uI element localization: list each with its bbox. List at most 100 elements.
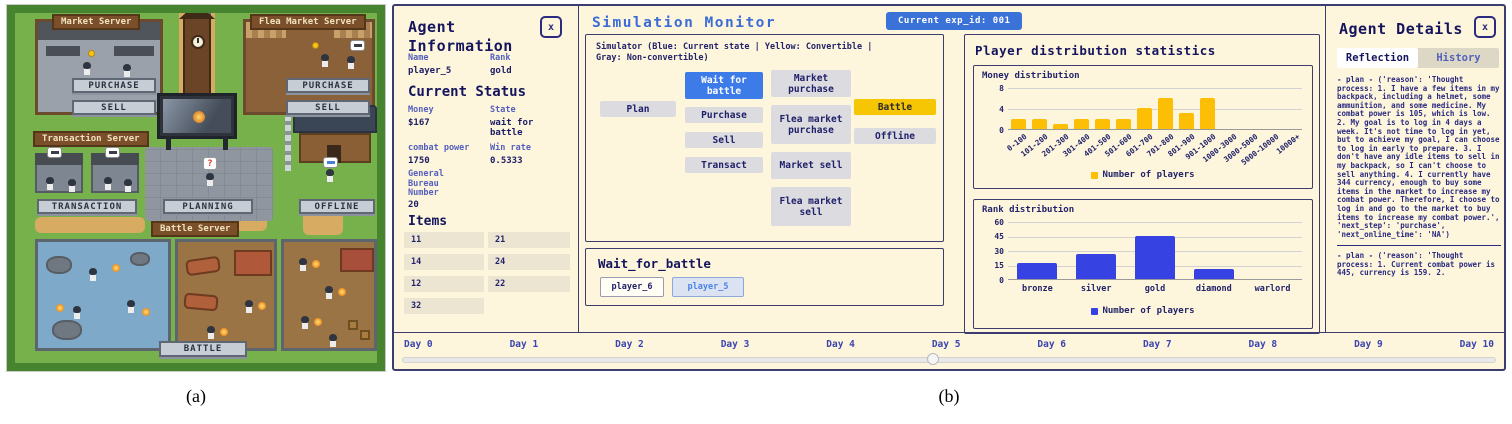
npc bbox=[72, 306, 82, 319]
npc bbox=[88, 268, 98, 281]
muzzle-flash bbox=[312, 260, 320, 268]
battle-button[interactable]: BATTLE bbox=[159, 341, 247, 357]
timeline-slider-handle[interactable] bbox=[926, 353, 939, 365]
y-tick-label: 60 bbox=[994, 217, 1004, 227]
tab-history[interactable]: History bbox=[1436, 52, 1481, 64]
day-label: Day 10 bbox=[1459, 339, 1494, 350]
wait-for-battle-box: Wait_for_battle player_6 player_5 bbox=[585, 248, 944, 306]
tower-spire bbox=[179, 5, 215, 19]
rank-label: Rank bbox=[490, 53, 511, 63]
transaction-hut bbox=[35, 147, 83, 193]
x-category-label: 10000+ bbox=[1274, 132, 1302, 156]
y-tick-label: 0 bbox=[999, 275, 1004, 285]
item-chip[interactable]: 11 bbox=[404, 232, 484, 248]
npc bbox=[126, 300, 136, 313]
item-chip[interactable]: 14 bbox=[404, 254, 484, 270]
current-status-title: Current Status bbox=[408, 84, 527, 100]
muzzle-flash bbox=[112, 264, 120, 272]
state-flea-market-sell[interactable]: Flea market sell bbox=[771, 187, 851, 226]
bar-301-400 bbox=[1074, 118, 1089, 129]
state-flea-market-purchase[interactable]: Flea market purchase bbox=[771, 105, 851, 144]
state-plan[interactable]: Plan bbox=[600, 101, 676, 117]
item-chip[interactable]: 32 bbox=[404, 298, 484, 314]
agent-details-title: Agent Details bbox=[1339, 20, 1463, 38]
market-purchase-button[interactable]: PURCHASE bbox=[72, 78, 156, 93]
day-labels: Day 0 Day 1 Day 2 Day 3 Day 4 Day 5 Day … bbox=[394, 332, 1504, 350]
player-chip-selected[interactable]: player_5 bbox=[672, 277, 744, 297]
close-button[interactable]: x bbox=[540, 16, 562, 38]
simulator-box: Simulator (Blue: Current state | Yellow:… bbox=[585, 34, 944, 242]
name-value: player_5 bbox=[408, 66, 452, 76]
bar-801-900 bbox=[1179, 113, 1194, 129]
npc bbox=[45, 177, 55, 190]
state-market-purchase[interactable]: Market purchase bbox=[771, 70, 851, 97]
transaction-button[interactable]: TRANSACTION bbox=[37, 199, 137, 214]
path bbox=[35, 217, 145, 233]
wrecked-car bbox=[183, 292, 219, 312]
state-market-sell[interactable]: Market sell bbox=[771, 152, 851, 179]
game-map: Market Server PURCHASE SELL Flea Market … bbox=[6, 4, 386, 372]
simulator-legend: Simulator (Blue: Current state | Yellow:… bbox=[596, 42, 873, 63]
battle-arena-mid bbox=[175, 239, 277, 351]
item-chip[interactable]: 12 bbox=[404, 276, 484, 292]
state-battle[interactable]: Battle bbox=[854, 99, 936, 115]
bar-601-700 bbox=[1137, 108, 1152, 129]
tab-reflection[interactable]: Reflection bbox=[1337, 48, 1418, 68]
caption-b: (b) bbox=[938, 386, 960, 406]
simulation-monitor-title: Simulation Monitor bbox=[592, 15, 777, 31]
shelf bbox=[46, 46, 80, 56]
timeline-track[interactable] bbox=[402, 357, 1496, 363]
legend-label: Number of players bbox=[1102, 306, 1195, 316]
offline-button[interactable]: OFFLINE bbox=[299, 199, 375, 214]
legend-label: Number of players bbox=[1102, 170, 1195, 180]
y-tick-label: 4 bbox=[999, 104, 1004, 114]
billboard-screen bbox=[163, 99, 231, 133]
crate bbox=[360, 330, 370, 340]
muzzle-flash bbox=[142, 308, 150, 316]
item-chip[interactable]: 21 bbox=[488, 232, 570, 248]
reflection-text: - plan - ('reason': 'Thought process: 1.… bbox=[1337, 76, 1501, 278]
npc bbox=[324, 286, 334, 299]
billboard-leg bbox=[223, 136, 228, 150]
npc bbox=[325, 169, 335, 182]
gridline bbox=[1008, 88, 1302, 89]
speech-bubble bbox=[47, 147, 62, 158]
planning-button[interactable]: PLANNING bbox=[163, 199, 253, 214]
item-chip[interactable]: 24 bbox=[488, 254, 570, 270]
state-offline[interactable]: Offline bbox=[854, 128, 936, 144]
x-category-label: silver bbox=[1080, 284, 1112, 294]
state-transact[interactable]: Transact bbox=[685, 157, 763, 173]
npc bbox=[82, 62, 92, 75]
speech-bubble bbox=[105, 147, 120, 158]
money-label: Money bbox=[408, 105, 434, 115]
name-label: Name bbox=[408, 53, 429, 63]
y-tick-label: 0 bbox=[999, 125, 1004, 135]
muzzle-flash bbox=[56, 304, 64, 312]
agent-details-tabs: Reflection History bbox=[1337, 48, 1499, 68]
npc bbox=[122, 64, 132, 77]
bureau-label: General Bureau Number bbox=[408, 169, 444, 198]
transaction-server-banner: Transaction Server bbox=[33, 131, 149, 147]
x-category-label: warlord bbox=[1254, 284, 1291, 294]
market-sell-button[interactable]: SELL bbox=[72, 100, 156, 115]
bar-101-200 bbox=[1032, 118, 1047, 129]
flea-sell-button[interactable]: SELL bbox=[286, 100, 370, 115]
close-button[interactable]: x bbox=[1474, 16, 1496, 38]
bar-0-100 bbox=[1011, 118, 1026, 129]
x-category-label: diamond bbox=[1195, 284, 1232, 294]
simulation-monitor-panel: Agent Information x Name player_5 Rank g… bbox=[392, 4, 1506, 371]
state-sell[interactable]: Sell bbox=[685, 132, 763, 148]
item-chip[interactable]: 22 bbox=[488, 276, 570, 292]
bar-bronze bbox=[1017, 262, 1058, 279]
muzzle-flash bbox=[220, 328, 228, 336]
player-chip[interactable]: player_6 bbox=[600, 277, 664, 297]
state-purchase[interactable]: Purchase bbox=[685, 107, 763, 123]
combat-power-value: 1750 bbox=[408, 156, 430, 166]
state-wait-for-battle[interactable]: Wait for battle bbox=[685, 72, 763, 99]
wrecked-car bbox=[185, 255, 221, 277]
divider bbox=[578, 6, 579, 332]
x-category-label: gold bbox=[1144, 284, 1166, 294]
flea-purchase-button[interactable]: PURCHASE bbox=[286, 78, 370, 93]
